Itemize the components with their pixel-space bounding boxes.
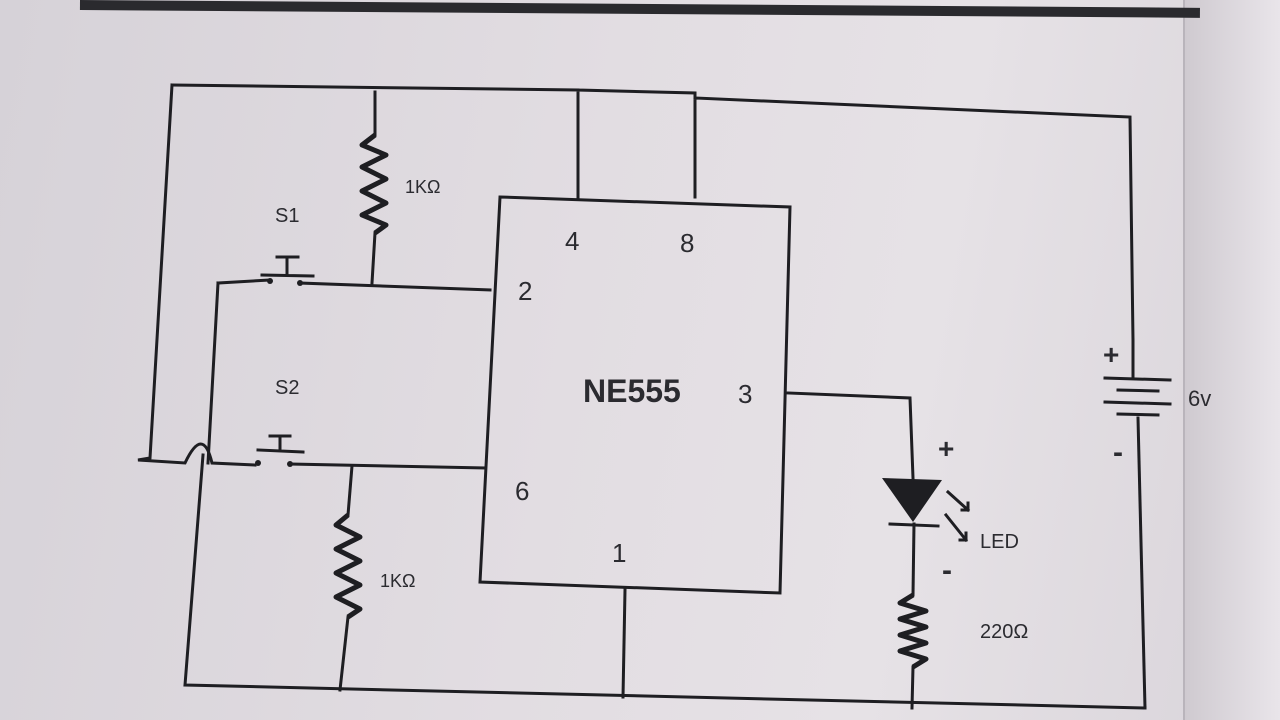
wire-r1-bottom <box>370 231 377 285</box>
switch-s2 <box>256 434 305 454</box>
chip-label: NE555 <box>583 373 681 409</box>
pin-4-label: 4 <box>565 226 579 256</box>
resistor-1k-bottom <box>333 513 363 620</box>
wire-battery-bottom <box>1136 416 1147 710</box>
facing-page-edge <box>1183 0 1280 720</box>
pin-6-label: 6 <box>515 476 529 506</box>
wire-s1-left <box>206 281 220 465</box>
switch-s1-label: S1 <box>275 205 299 227</box>
wire-pin1 <box>621 588 627 699</box>
battery-icon <box>1103 376 1172 417</box>
wire-pin2 <box>298 281 492 292</box>
battery-minus-label: - <box>1113 436 1123 469</box>
battery-voltage-label: 6v <box>1188 386 1211 411</box>
wire-pin3 <box>786 391 915 480</box>
resistor-220 <box>897 592 929 670</box>
wire-r2-top <box>346 464 354 517</box>
resistor-led-label: 220Ω <box>980 621 1028 643</box>
s1-contact-right <box>297 280 303 286</box>
resistor-1k-top <box>359 133 389 236</box>
wire-left-loop <box>137 83 257 467</box>
switch-s1 <box>216 255 315 285</box>
wire-res-to-ground <box>910 665 915 710</box>
switch-s2-label: S2 <box>275 377 299 399</box>
pin-2-label: 2 <box>518 276 532 306</box>
led-icon <box>882 478 942 522</box>
ne555-chip-body <box>478 195 792 595</box>
wire-pin6 <box>288 462 487 470</box>
wire-top-rail <box>170 83 1135 342</box>
led-minus-label: - <box>942 554 952 587</box>
led-plus-label: + <box>938 433 954 464</box>
resistor-top-label: 1KΩ <box>405 177 440 197</box>
led-arrows <box>943 489 971 543</box>
wire-left-lower <box>183 453 1147 710</box>
battery-plus-label: + <box>1103 339 1119 370</box>
wire-r2-bottom <box>338 615 350 692</box>
s1-contact-left <box>267 278 273 284</box>
led-label: LED <box>980 531 1019 553</box>
pin-3-label: 3 <box>738 379 752 409</box>
pin-1-label: 1 <box>612 538 626 568</box>
s2-contact-left <box>255 460 261 466</box>
wire-led-to-res <box>911 522 916 597</box>
resistor-bottom-label: 1KΩ <box>380 571 415 591</box>
pin-8-label: 8 <box>680 228 694 258</box>
